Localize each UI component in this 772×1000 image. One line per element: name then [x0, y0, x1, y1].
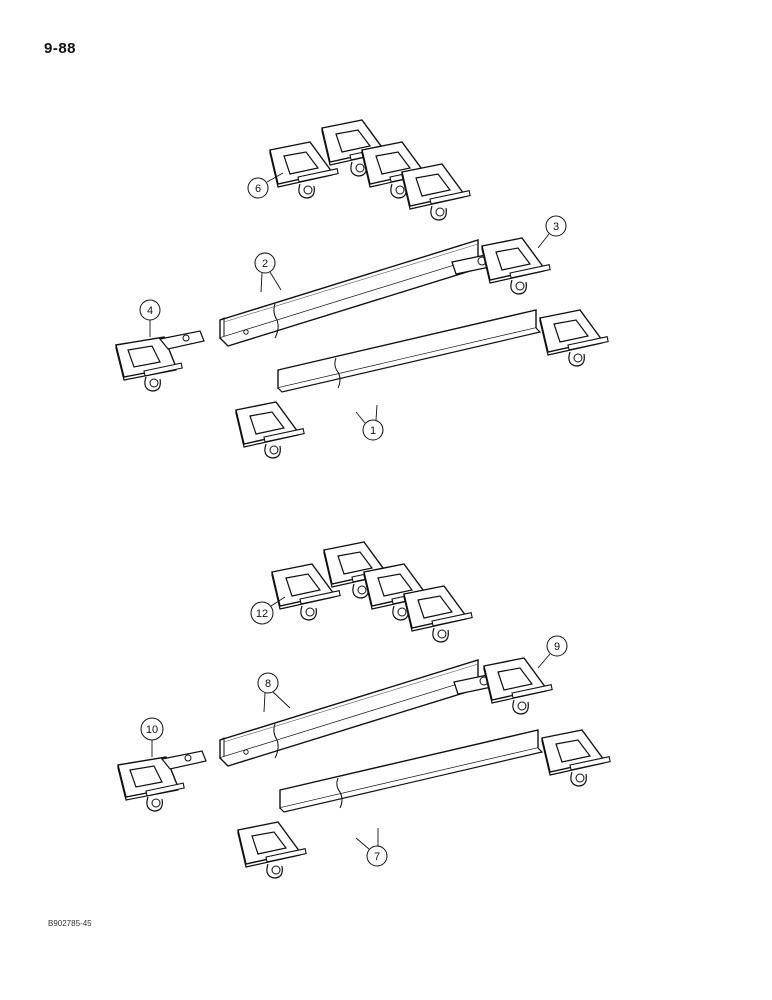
callout-2: 2	[254, 252, 282, 293]
lower-assembly	[117, 541, 611, 879]
svg-text:6: 6	[255, 183, 261, 195]
svg-text:4: 4	[147, 305, 153, 317]
callout-7: 7	[355, 828, 388, 867]
svg-text:10: 10	[146, 724, 158, 736]
page-number: 9-88	[44, 40, 77, 57]
callout-10: 10	[140, 717, 164, 757]
callout-4: 4	[139, 299, 161, 337]
svg-text:1: 1	[370, 425, 376, 437]
callout-6: 6	[247, 172, 284, 199]
svg-text:9: 9	[554, 641, 560, 653]
figure-code: B902785-45	[48, 919, 92, 928]
callout-3: 3	[537, 215, 567, 249]
callout-8: 8	[257, 672, 291, 713]
callout-12: 12	[250, 596, 286, 625]
callout-9: 9	[537, 635, 568, 669]
upper-assembly	[115, 119, 609, 459]
svg-text:8: 8	[265, 678, 271, 690]
svg-text:12: 12	[256, 608, 268, 620]
svg-text:7: 7	[374, 851, 380, 863]
callout-1: 1	[355, 404, 384, 441]
svg-text:3: 3	[553, 221, 559, 233]
svg-text:2: 2	[262, 258, 268, 270]
